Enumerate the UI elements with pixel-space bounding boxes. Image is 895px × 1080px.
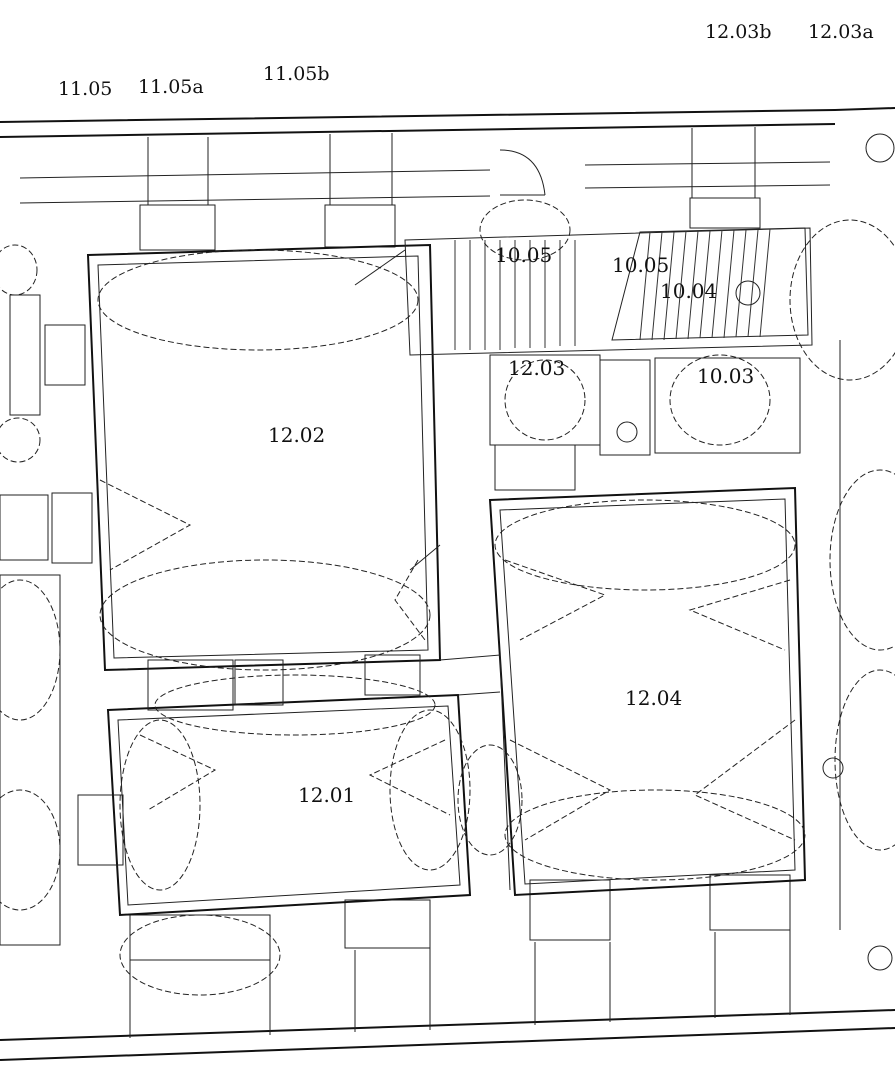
room-label-10-03: 10.03 [697, 364, 754, 388]
room-label-10-04: 10.04 [660, 279, 717, 303]
corridors [147, 654, 523, 891]
label-11-05: 11.05 [58, 78, 112, 100]
bottom-window-bays [129, 874, 791, 1038]
small-rooms [489, 354, 801, 491]
room-label-12-03: 12.03 [508, 356, 565, 380]
outer-walls [0, 107, 895, 1061]
left-side-elements [0, 244, 124, 946]
room-label-12-01: 12.01 [298, 783, 355, 807]
label-12-03b: 12.03b [705, 21, 772, 43]
room-12-01-walls [106, 674, 472, 996]
room-label-12-02: 12.02 [268, 423, 325, 447]
label-11-05b: 11.05b [263, 63, 330, 85]
stair-block [404, 199, 813, 356]
room-12-02-walls [86, 243, 442, 672]
room-12-04-walls [488, 486, 807, 897]
room-label-12-04: 12.04 [625, 686, 682, 710]
label-11-05a: 11.05a [138, 76, 204, 98]
right-side-doors [789, 133, 895, 971]
room-label-10-05: 10.05 [495, 243, 552, 267]
top-window-bays [139, 127, 761, 251]
door-swings [354, 149, 546, 571]
room-label-10-05b: 10.05 [612, 253, 669, 277]
label-12-03a: 12.03a [808, 21, 874, 43]
